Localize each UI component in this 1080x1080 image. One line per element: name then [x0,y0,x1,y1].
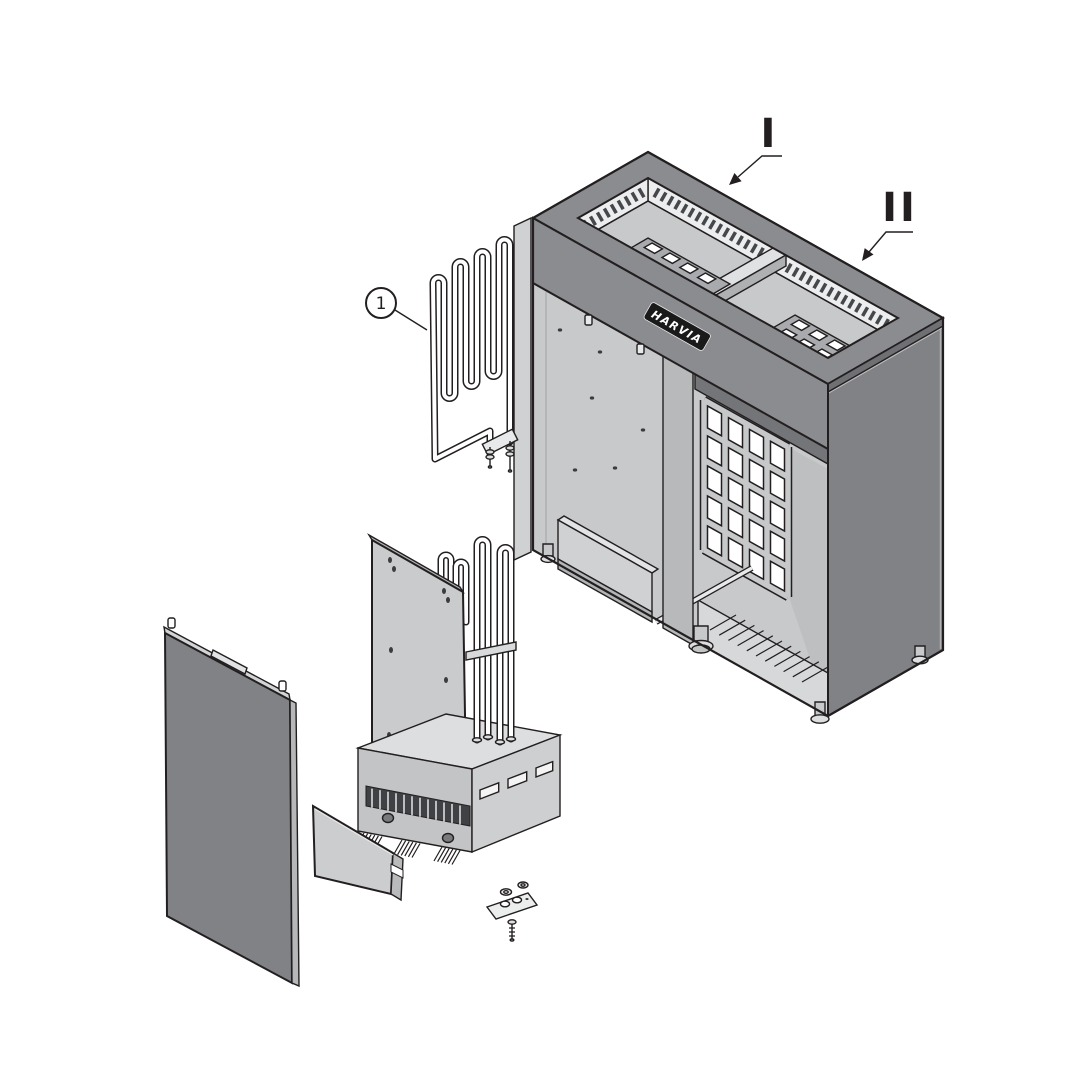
bolt [508,920,516,941]
front-panel-tab [211,650,247,674]
divider-column [663,356,693,645]
heating-element [433,240,518,473]
label-i: I [761,111,776,157]
callout-1-number: 1 [376,294,387,314]
front-band: HARVIA [533,218,828,449]
label-ii-arrow [869,232,913,252]
cable-glands [383,814,454,843]
fixing-plate [487,893,537,919]
front-panel-flange [290,700,299,986]
band-hooks [585,315,644,354]
terminal-blocks [366,786,470,826]
label-i-arrowhead [729,173,742,185]
left-edge-trim [514,218,531,560]
cover-notch [391,864,403,878]
label-ii-arrowhead [862,248,874,261]
element-tubes-front [466,540,516,745]
junction-box [356,714,560,865]
front-panel [164,618,299,986]
fixing-hardware [487,882,537,941]
washer [501,889,512,895]
washer [518,882,528,888]
element-assembly [356,535,560,865]
plate-holes [387,557,450,738]
inner-right-wall [788,447,828,712]
label-i-arrow [738,156,782,177]
stone-grid-front [704,400,788,597]
front-opening [533,283,828,716]
label-i-group: I [729,111,782,185]
junction-box-vents [480,762,553,799]
front-panel-hooks [168,618,286,691]
callout-1: 1 [366,288,427,330]
label-ii: II [882,185,918,231]
label-ii-group: II [862,185,918,261]
terminal-cover-plate [313,806,403,900]
heater-body: HARVIA [514,152,943,723]
wall-holes [557,328,646,472]
tube-support-bar [466,642,516,660]
element-terminals [486,441,514,472]
callout-1-leader [395,310,427,330]
tube-collars [473,735,516,744]
